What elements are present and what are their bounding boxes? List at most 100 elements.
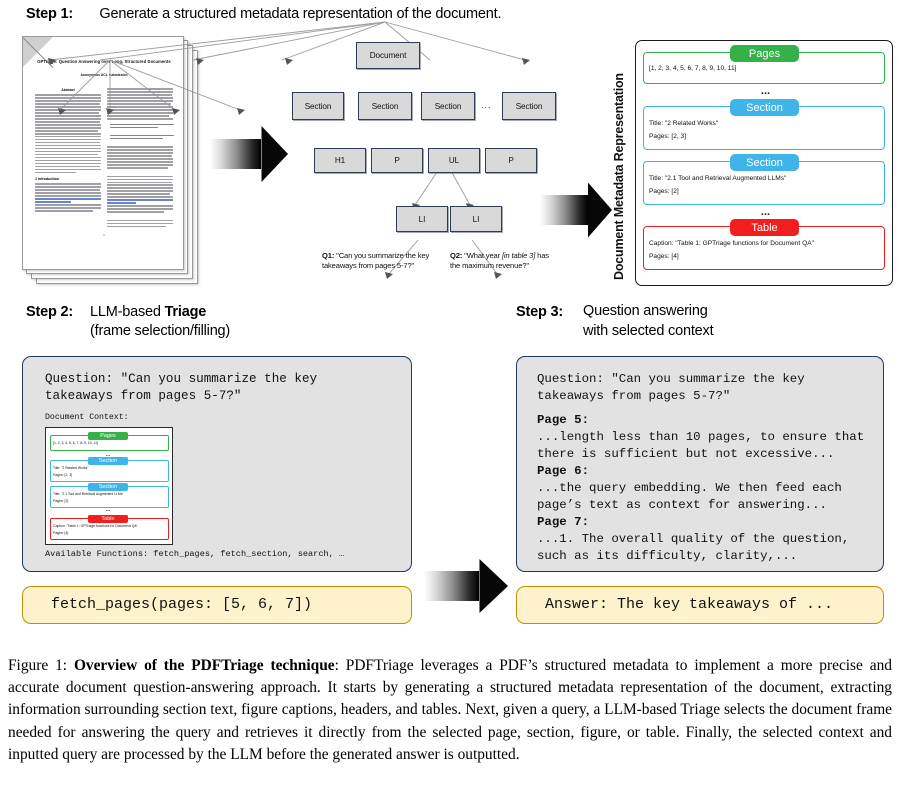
metadata-tab-pages: Pages — [730, 45, 799, 62]
tree-node-section-4: Section — [502, 92, 556, 120]
preview-section-2-title: Title: "2.1 Tool and Retrieval Augmented… — [53, 492, 124, 496]
caption-bold-title: Overview of the PDFTriage technique — [73, 657, 335, 674]
tree-node-document: Document — [356, 42, 420, 69]
arrow-docs-to-tree-icon — [210, 126, 288, 182]
caption-prefix: Figure 1: — [8, 657, 74, 674]
document-preview-authors: Anonymous ACL submission — [80, 73, 128, 78]
preview-section-1-title: Title: "2 Related Works" — [53, 466, 89, 470]
triage-output-box: fetch_pages(pages: [5, 6, 7]) — [22, 586, 412, 624]
preview-ellipsis-1: ... — [105, 452, 111, 458]
metadata-section-2-title: Title: "2.1 Tool and Retrieval Augmented… — [649, 175, 787, 182]
tree-question-1: Q1: "Can you summarize the key takeaways… — [322, 251, 434, 271]
triage-question-line-1: Question: "Can you summarize the key — [45, 372, 318, 386]
preview-table-caption: Caption: "Table 1: GPTriage functions fo… — [53, 524, 138, 528]
figure-caption: Figure 1: Overview of the PDFTriage tech… — [8, 655, 892, 766]
tree-node-section-3: Section — [421, 92, 475, 120]
tree-node-li-1: LI — [396, 206, 448, 232]
tree-node-ul: UL — [428, 148, 480, 173]
step2-label: Step 2: — [26, 304, 73, 320]
qa-question-line-1: Question: "Can you summarize the key — [537, 372, 805, 386]
question-2-text-post: has the maximum revenue?" — [450, 251, 549, 271]
metadata-tab-section-1: Section — [730, 99, 799, 116]
metadata-section-2-pages: Pages: [2] — [649, 188, 679, 195]
metadata-section-1-pages: Pages: [2, 3] — [649, 133, 687, 140]
qa-page-7-line-1: ...1. The overall quality of the questio… — [537, 532, 850, 546]
qa-output-box: Answer: The key takeaways of ... — [516, 586, 884, 624]
metadata-tab-section-2: Section — [730, 154, 799, 171]
triage-output-text: fetch_pages(pages: [5, 6, 7]) — [51, 596, 313, 613]
metadata-axis-label: Document Metadata Representation — [612, 73, 626, 280]
qa-page-5-line-1: ...length less than 10 pages, to ensure … — [537, 430, 865, 444]
qa-page-6-header: Page 6: — [537, 464, 590, 478]
tree-node-p-1: P — [371, 148, 423, 173]
document-preview-title: GPTriage: Question Answering over Long, … — [37, 59, 171, 64]
qa-panel: Question: "Can you summarize the key tak… — [516, 356, 884, 572]
qa-page-5-line-2: there is sufficient but not excessive... — [537, 447, 835, 461]
document-tree-diagram: Document Section Section Section ... Sec… — [48, 21, 604, 296]
qa-page-7-line-2: such as its difficulty, clarity,... — [537, 549, 798, 563]
metadata-ellipsis-2: ... — [760, 206, 771, 218]
question-2-text-pre: "What year — [462, 251, 502, 260]
qa-page-6-line-2: page’s text as context for answering... — [537, 498, 827, 512]
metadata-section-1-title: Title: "2 Related Works" — [649, 120, 719, 127]
preview-section-1-pages: Pages: [2, 3] — [53, 473, 73, 477]
tree-node-p-2: P — [485, 148, 537, 173]
metadata-ellipsis-1: ... — [760, 85, 771, 97]
preview-section-2-pages: Pages: [2] — [53, 499, 69, 503]
step3-label: Step 3: — [516, 304, 563, 320]
tree-node-section-1: Section — [292, 92, 344, 120]
triage-question-line-2: takeaways from pages 5-7?" — [45, 389, 242, 403]
question-1-text: "Can you summarize the key takeaways fro… — [322, 251, 430, 271]
tree-question-2: Q2: "What year [in table 3] has the maxi… — [450, 251, 560, 271]
metadata-tab-table: Table — [730, 219, 799, 236]
triage-panel: Question: "Can you summarize the key tak… — [22, 356, 412, 572]
document-preview-section-heading: 1 Introduction — [35, 177, 59, 182]
preview-tab-pages: Pages — [88, 431, 128, 440]
step2-heading: Step 2: — [26, 303, 73, 321]
step2-description-line1: LLM-based Triage — [90, 303, 206, 321]
question-2-text-italic: [in table 3] — [501, 251, 536, 260]
qa-question-line-2: takeaways from pages 5-7?" — [537, 389, 731, 403]
step1-label: Step 1: — [26, 6, 73, 22]
document-page-content: GPTriage: Question Answering over Long, … — [35, 59, 174, 261]
triage-context-preview: Pages [1, 2, 3, 4, 5, 6, 7, 8, 9, 10, 11… — [45, 427, 173, 545]
metadata-table-caption: Caption: "Table 1: GPTriage functions fo… — [649, 240, 814, 247]
qa-page-6-line-1: ...the query embedding. We then feed eac… — [537, 481, 842, 495]
document-preview-column-right — [107, 88, 174, 228]
document-stack: GPTriage: Question Answering over Long, … — [22, 36, 198, 284]
preview-tab-table: Table — [88, 514, 128, 523]
preview-tab-section-1: Section — [88, 456, 128, 465]
metadata-table-pages: Pages: [4] — [649, 253, 679, 260]
triage-available-functions: Available Functions: fetch_pages, fetch_… — [45, 549, 345, 559]
step3-description-line1: Question answering — [583, 303, 708, 319]
preview-ellipsis-2: ... — [105, 507, 111, 513]
tree-node-section-2: Section — [358, 92, 412, 120]
preview-pages-values: [1, 2, 3, 4, 5, 6, 7, 8, 9, 10, 11] — [53, 441, 98, 445]
step2-text-pre: LLM-based — [90, 304, 165, 320]
step1-heading: Step 1: Generate a structured metadata r… — [26, 5, 502, 23]
caption-body: : PDFTriage leverages a PDF’s structured… — [8, 657, 892, 763]
metadata-pages-values: [1, 2, 3, 4, 5, 6, 7, 8, 9, 10, 11] — [649, 65, 737, 72]
tree-node-h1: H1 — [314, 148, 366, 173]
qa-page-7-header: Page 7: — [537, 515, 590, 529]
preview-table-pages: Pages: [4] — [53, 531, 69, 535]
document-preview-abstract-heading: Abstract — [61, 88, 75, 93]
step3-description-line2: with selected context — [583, 323, 714, 339]
qa-output-text: Answer: The key takeaways of ... — [545, 596, 834, 613]
step2-description-line2: (frame selection/filling) — [90, 323, 231, 339]
tree-section-ellipsis: ... — [481, 100, 492, 110]
question-2-id: Q2: — [450, 251, 463, 260]
question-1-id: Q1: — [322, 251, 335, 260]
preview-tab-section-2: Section — [88, 482, 128, 491]
triage-context-label: Document Context: — [45, 413, 129, 422]
document-metadata-representation: Document Metadata Representation Pages [… — [610, 32, 896, 294]
step1-description: Generate a structured metadata represent… — [99, 6, 502, 22]
document-sheet-front: GPTriage: Question Answering over Long, … — [22, 36, 184, 270]
step2-text-bold: Triage — [164, 304, 207, 320]
document-preview-column-left: Abstract 1 Introduction — [35, 88, 101, 228]
tree-node-li-2: LI — [450, 206, 502, 232]
document-preview-page-number: 1 — [103, 232, 105, 237]
arrow-tree-to-metadata-icon — [540, 182, 612, 238]
arrow-triage-to-qa-icon — [424, 559, 508, 613]
step3-heading: Step 3: — [516, 303, 563, 321]
